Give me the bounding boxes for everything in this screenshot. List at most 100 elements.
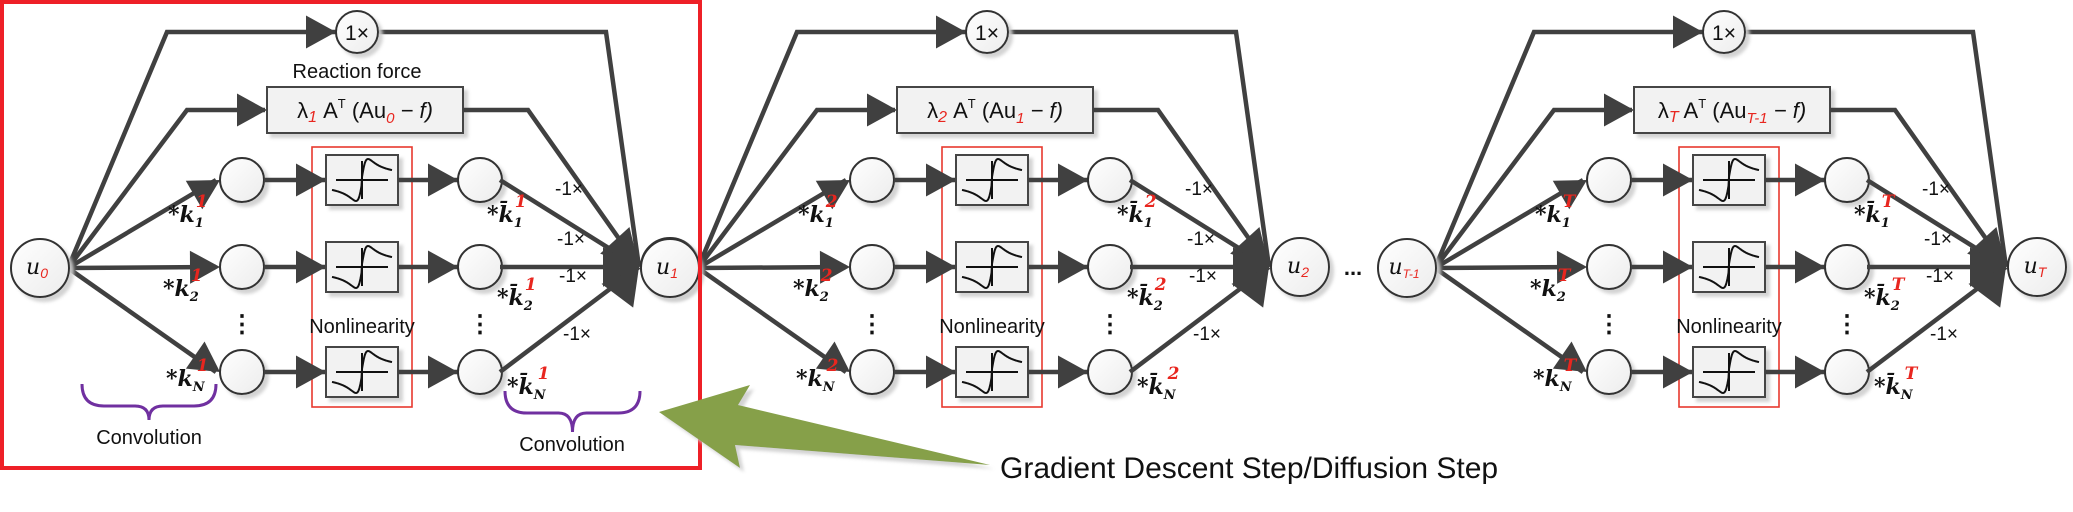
arrowhead-icon xyxy=(1663,163,1693,197)
arrowhead-icon xyxy=(1795,355,1825,389)
reaction-formula: λ2 AT (Au1 − f) xyxy=(927,96,1063,127)
adjoint-filter-label: *k̄N1 xyxy=(507,364,549,403)
input-node-label: u1 xyxy=(656,255,678,281)
weight-label: -1× xyxy=(563,324,591,345)
weight-label: -1× xyxy=(1187,229,1215,250)
arrowhead-icon xyxy=(936,15,966,49)
filter-label: *k22 xyxy=(793,266,833,305)
highlight-frame xyxy=(0,0,702,470)
influence-function-icon xyxy=(1698,349,1760,395)
merge-arrowhead-icon xyxy=(600,227,639,267)
adjoint-filter-label: *k̄21 xyxy=(497,275,537,314)
merge-arrowhead-icon xyxy=(1233,247,1269,287)
filter-edge xyxy=(696,178,848,270)
arrowhead-icon xyxy=(1795,250,1825,284)
influence-function-icon xyxy=(1698,244,1760,290)
branch-1: *k12*k̄12 xyxy=(696,154,1271,270)
influence-function-icon xyxy=(331,244,393,290)
nonlinearity-label: Nonlinearity xyxy=(939,316,1045,338)
merge-arrowhead-icon xyxy=(603,247,639,287)
adjoint-node xyxy=(457,157,503,203)
nonlinearity-frame xyxy=(941,146,1043,408)
identity-path-out xyxy=(1745,29,2009,268)
stages-layer: 1× λ1 AT (Au0 − f) Reaction force *k11*k̄11… xyxy=(10,10,2067,456)
branch-N: *kNT*k̄NT xyxy=(1433,265,2008,403)
identity-path-out xyxy=(378,29,642,268)
filter-node xyxy=(219,244,265,290)
curve xyxy=(961,157,1023,203)
reaction-path-out xyxy=(1093,107,1271,269)
reaction-force-label: Reaction force xyxy=(293,61,422,83)
arrowhead-icon xyxy=(1604,93,1634,127)
influence-function-icon xyxy=(331,349,393,395)
nonlinearity-frame xyxy=(311,146,413,408)
curve xyxy=(331,349,393,395)
curve xyxy=(1698,244,1760,290)
branch-1: *k1T*k̄1T xyxy=(1433,154,2008,270)
vertical-dots: ⋮ xyxy=(860,311,884,338)
filter-label: *k21 xyxy=(163,266,203,305)
output-node-label: uT xyxy=(2024,254,2048,280)
identity-path-in xyxy=(695,29,966,269)
vertical-dots: ⋮ xyxy=(468,311,492,338)
output-node-label: u2 xyxy=(1287,254,1309,280)
identity-label: 1× xyxy=(975,22,999,45)
reaction-path-out xyxy=(1830,107,2008,269)
adjoint-filter-label: *k̄12 xyxy=(1117,192,1157,231)
identity-node xyxy=(1702,10,1746,54)
branch-1: *k11*k̄11 xyxy=(66,154,641,270)
input-node-label: uT-1 xyxy=(1388,255,1419,281)
input-node xyxy=(1377,238,1437,298)
reaction-formula: λ1 AT (Au0 − f) xyxy=(297,96,433,127)
influence-function-icon xyxy=(331,157,393,203)
arrowhead-icon xyxy=(926,163,956,197)
identity-label: 1× xyxy=(345,22,369,45)
arrowhead-icon xyxy=(1058,250,1088,284)
adjoint-filter-label: *k̄N2 xyxy=(1137,364,1180,403)
arrowhead-icon xyxy=(428,355,458,389)
arrowhead-icon xyxy=(1673,15,1703,49)
branch-2: *k22*k̄22 xyxy=(697,241,1269,314)
reaction-box xyxy=(896,86,1094,134)
filter-node xyxy=(1586,244,1632,290)
curve xyxy=(961,244,1023,290)
identity-path-in xyxy=(65,29,336,269)
merge-arrowhead-icon xyxy=(1967,227,2006,267)
arrowhead-icon xyxy=(1552,180,1587,210)
branch-2: *k2T*k̄2T xyxy=(1434,241,2006,314)
arrowhead-icon xyxy=(296,250,326,284)
arrowhead-icon xyxy=(926,355,956,389)
identity-path-out xyxy=(1008,29,1272,268)
arrowhead-icon xyxy=(815,180,850,210)
vertical-dots: ⋮ xyxy=(1597,311,1621,338)
identity-node xyxy=(965,10,1009,54)
influence-function-icon xyxy=(961,244,1023,290)
filter-edge xyxy=(66,178,218,270)
weight-label: -1× xyxy=(1193,324,1221,345)
arrowhead-icon xyxy=(306,15,336,49)
filter-node xyxy=(849,349,895,395)
filter-label: *k11 xyxy=(168,192,208,231)
merge-arrowhead-icon xyxy=(1231,267,1269,308)
arrowhead-icon xyxy=(189,250,220,284)
branch-N: *kN1*k̄N1 xyxy=(66,265,641,403)
adjoint-node xyxy=(1087,244,1133,290)
arrowhead-icon xyxy=(819,250,850,284)
weight-label: -1× xyxy=(1930,324,1958,345)
input-node xyxy=(10,238,70,298)
filter-edge xyxy=(66,266,218,374)
curve xyxy=(331,157,393,203)
reaction-path-out xyxy=(463,107,641,269)
identity-label: 1× xyxy=(1712,22,1736,45)
step-caption: Gradient Descent Step/Diffusion Step xyxy=(1000,452,1498,485)
filter-label: *kN2 xyxy=(796,356,839,395)
convolution-label-left: Convolution xyxy=(96,427,202,449)
adjoint-node xyxy=(457,244,503,290)
reaction-formula: λT AT (AuT-1 − f) xyxy=(1658,96,1806,127)
arrowhead-icon xyxy=(1058,163,1088,197)
filter-label: *kNT xyxy=(1533,356,1578,395)
arrowhead-icon xyxy=(185,180,220,210)
adjoint-node xyxy=(457,349,503,395)
adjoint-node xyxy=(1824,157,1870,203)
